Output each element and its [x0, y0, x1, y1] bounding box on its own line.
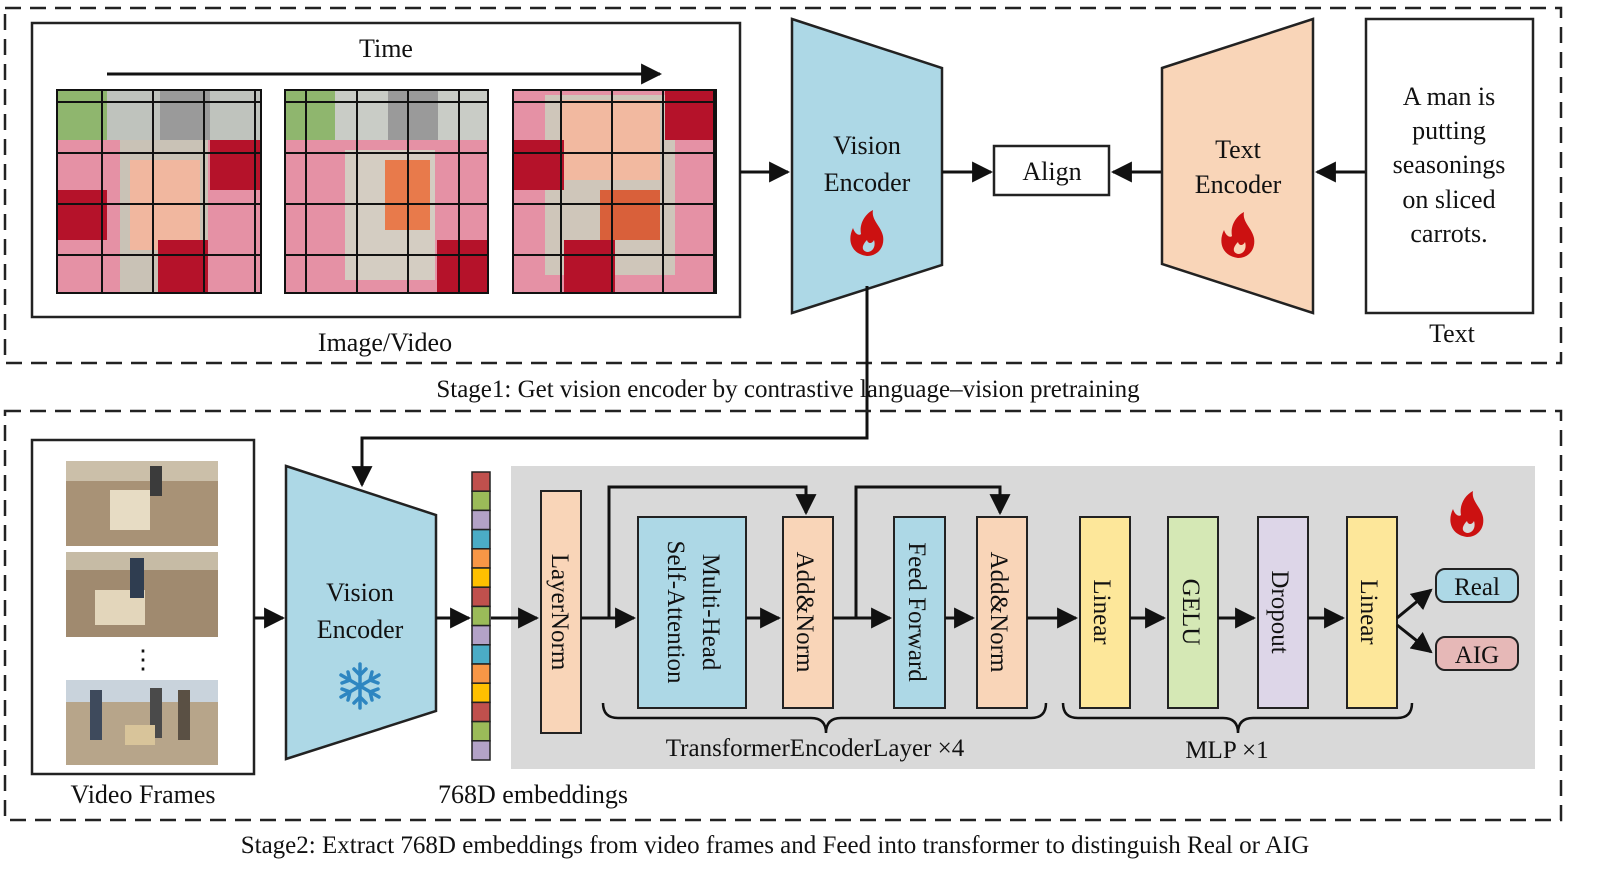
video-frames-label: Video Frames: [70, 780, 215, 809]
attention-line2: Self-Attention: [662, 540, 689, 684]
real-output: [1435, 568, 1519, 603]
vision-encoder-stage2-line1: Vision: [326, 578, 394, 607]
text-encoder-line2: Encoder: [1195, 170, 1282, 199]
flame-icon: [850, 210, 884, 256]
mlp-label: MLP ×1: [1185, 737, 1268, 764]
embedding-cell: [471, 682, 491, 704]
video-frame-2: [66, 552, 218, 637]
stage1-caption: Stage1: Get vision encoder by contrastiv…: [436, 376, 1140, 403]
attention-line1: Multi-Head: [697, 554, 724, 671]
text-encoder-line1: Text: [1215, 135, 1262, 164]
transformer-label: TransformerEncoderLayer ×4: [666, 735, 965, 762]
embedding-cell: [471, 509, 491, 531]
vision-encoder-stage1-line1: Vision: [833, 131, 901, 160]
transformer-brace: [601, 702, 1048, 734]
embedding-cell: [471, 720, 491, 742]
dropout-block: [1257, 516, 1309, 709]
arrow-to-real: [1396, 588, 1433, 620]
linear1-label: Linear: [1088, 579, 1115, 645]
embedding-cell: [471, 586, 491, 608]
text-line-3: seasonings: [1393, 150, 1506, 179]
frame-1: [56, 89, 262, 294]
stage2-frame: [3, 409, 1563, 822]
vision-encoder-stage1: [790, 17, 944, 315]
text-box: [1364, 17, 1535, 315]
feedforward-block: [893, 516, 946, 709]
dropout-label: Dropout: [1266, 570, 1293, 653]
feedforward-label: Feed Forward: [903, 542, 930, 682]
text-line-2: putting: [1412, 116, 1486, 145]
embedding-cell: [471, 701, 491, 723]
align-box: [992, 144, 1111, 197]
linear-block-2: [1346, 516, 1398, 709]
embeddings-label: 768D embeddings: [438, 780, 628, 809]
vision-encoder-stage2-line2: Encoder: [317, 615, 404, 644]
text-line-5: carrots.: [1410, 219, 1487, 248]
linear2-label: Linear: [1355, 579, 1382, 645]
stage2-caption: Stage2: Extract 768D embeddings from vid…: [241, 832, 1310, 859]
embedding-cell: [471, 567, 491, 588]
addnorm-block-1: [782, 516, 834, 709]
real-label: Real: [1454, 574, 1500, 601]
embedding-cell: [471, 740, 491, 761]
gelu-label: GELU: [1177, 579, 1204, 646]
aig-output: [1435, 636, 1519, 671]
layernorm-block: [540, 490, 582, 734]
residual-arrow-2: [854, 485, 1011, 618]
frames-ellipsis: ⋮: [130, 645, 156, 674]
frame-2: [284, 89, 489, 294]
addnorm1-label: Add&Norm: [791, 552, 818, 673]
vision-encoder-stage2: [284, 464, 438, 761]
linear-block-1: [1079, 516, 1131, 709]
text-line-4: on sliced: [1402, 185, 1495, 214]
attention-block: [637, 516, 747, 709]
embedding-cell: [471, 605, 491, 627]
text-label: Text: [1429, 319, 1476, 348]
encoder-transfer-arrow: [351, 286, 869, 488]
vision-encoder-stage1-line2: Encoder: [824, 168, 911, 197]
mlp-brace: [1061, 702, 1414, 734]
align-label: Align: [1022, 157, 1081, 186]
snowflake-icon: [339, 662, 381, 710]
video-frame-1: [66, 461, 218, 546]
addnorm2-label: Add&Norm: [985, 552, 1012, 673]
video-frame-3: [66, 680, 218, 765]
embedding-cell: [471, 471, 491, 492]
aig-label: AIG: [1455, 642, 1499, 669]
embedding-cell: [471, 548, 491, 569]
stage1-frame: [3, 6, 1563, 365]
image-video-label: Image/Video: [318, 328, 452, 357]
embedding-cell: [471, 644, 491, 665]
residual-arrow-1: [607, 485, 817, 618]
flame-icon: [1221, 212, 1255, 258]
embedding-vector: [471, 471, 491, 761]
embedding-cell: [471, 490, 491, 512]
text-line-1: A man is: [1403, 82, 1495, 111]
layernorm-label: LayerNorm: [546, 554, 573, 671]
flame-icon: [1450, 491, 1484, 537]
embedding-cell: [471, 624, 491, 646]
embedding-cell: [471, 663, 491, 684]
frame-3: [512, 89, 717, 294]
embedding-cell: [471, 528, 491, 550]
time-label: Time: [359, 34, 413, 63]
addnorm-block-2: [976, 516, 1028, 709]
gelu-block: [1167, 516, 1219, 709]
arrow-to-aig: [1396, 623, 1433, 654]
text-encoder: [1160, 17, 1315, 315]
